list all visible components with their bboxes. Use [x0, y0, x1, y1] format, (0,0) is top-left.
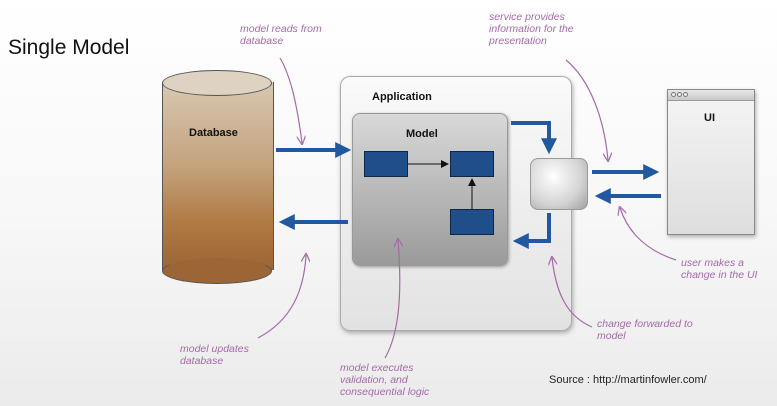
- model-label: Model: [406, 128, 438, 140]
- annotation-pointer: [552, 258, 593, 328]
- ui-window: [667, 89, 755, 235]
- database-label: Database: [189, 127, 238, 139]
- model-entity-box: [450, 209, 494, 235]
- annotation-pointer: [257, 255, 306, 339]
- window-minimize-icon: [677, 92, 682, 97]
- slide-title: Single Model: [8, 36, 130, 59]
- annotation-service-provides: service provides information for the pre…: [489, 11, 574, 47]
- annotation-change-forwarded: change forwarded to model: [597, 318, 693, 342]
- application-label: Application: [372, 91, 432, 103]
- source-citation: Source : http://martinfowler.com/: [549, 374, 707, 386]
- annotation-pointer: [620, 208, 677, 261]
- database-cylinder-top: [162, 70, 272, 96]
- database-cylinder-body: [162, 82, 274, 270]
- annotation-user-makes-change: user makes a change in the UI: [681, 257, 758, 281]
- ui-window-titlebar: [668, 90, 754, 101]
- service-layer-box: [530, 158, 588, 210]
- ui-label: UI: [704, 112, 715, 124]
- model-box: [352, 113, 508, 266]
- annotation-model-updates: model updates database: [180, 343, 249, 367]
- window-zoom-icon: [683, 92, 688, 97]
- annotation-model-executes: model executes validation, and consequen…: [340, 362, 430, 398]
- arrow-model-to-service: [511, 121, 557, 155]
- annotation-pointer: [565, 59, 608, 160]
- arrow-service-to-model: [512, 213, 551, 249]
- database-cylinder-bottom: [162, 258, 272, 284]
- annotation-model-reads: model reads from database: [240, 23, 322, 47]
- annotation-pointer: [279, 57, 302, 143]
- model-entity-box: [450, 151, 494, 177]
- annotation-pointer: [384, 240, 400, 359]
- window-close-icon: [671, 92, 676, 97]
- model-entity-box: [364, 151, 408, 177]
